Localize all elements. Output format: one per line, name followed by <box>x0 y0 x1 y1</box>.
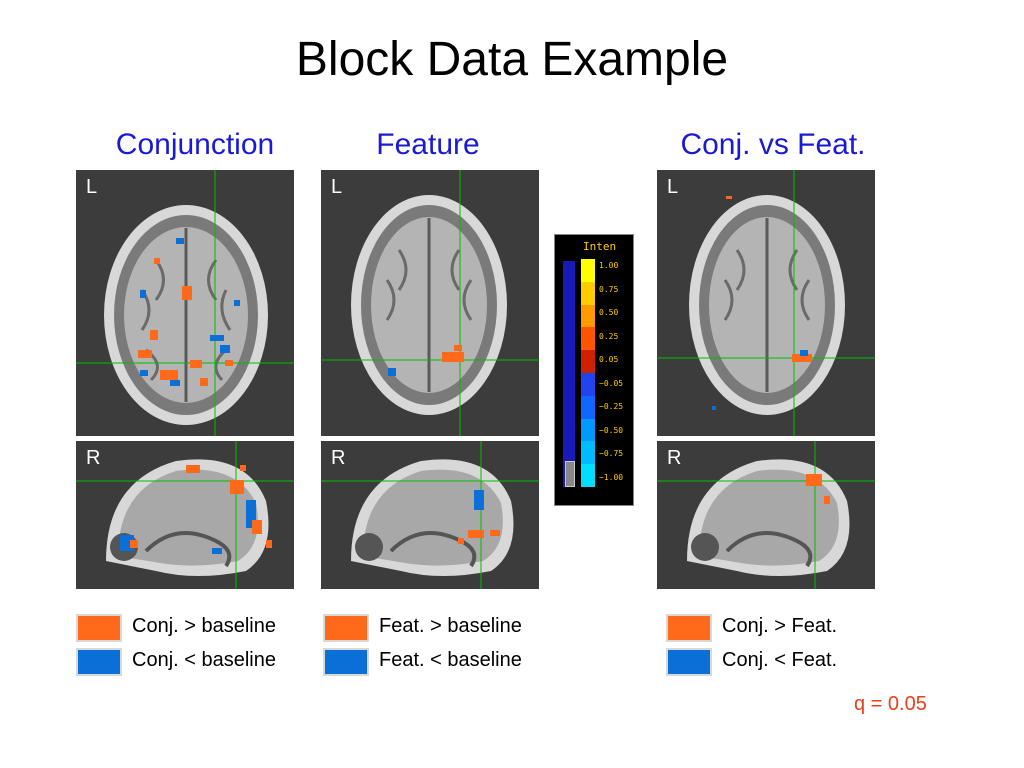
sagittal-brain-image <box>321 441 539 589</box>
color-scale-segment <box>581 281 595 305</box>
color-scale-segment <box>581 418 595 442</box>
color-scale-segment <box>581 304 595 328</box>
left-label: L <box>86 176 98 198</box>
sagittal-brain-image <box>76 441 294 589</box>
color-scale-tick: −0.50 <box>599 425 624 435</box>
column-title-feature: Feature <box>376 128 480 161</box>
axial-brain-panel-conjunction: L <box>76 170 294 436</box>
legend-swatch-negative <box>323 648 369 676</box>
column-title-conj-vs-feat: Conj. vs Feat. <box>680 128 866 161</box>
legend-swatch-positive <box>323 614 369 642</box>
axial-brain-panel-feature: L <box>321 170 539 436</box>
color-scale-segment <box>581 395 595 419</box>
right-label: R <box>86 447 101 469</box>
slide-title: Block Data Example <box>295 33 729 86</box>
color-scale-tick: 0.25 <box>599 331 619 341</box>
legend-swatch-negative <box>666 648 712 676</box>
legend-label: Conj. < baseline <box>132 649 276 671</box>
legend-label: Conj. > Feat. <box>722 615 838 637</box>
sagittal-brain-image <box>657 441 875 589</box>
color-scale-tick: −0.25 <box>599 402 624 411</box>
scale-slider-track[interactable] <box>563 261 575 487</box>
scale-slider-handle[interactable] <box>565 461 575 487</box>
color-scale-tick: 0.50 <box>599 308 619 317</box>
color-scale-bar <box>581 259 595 487</box>
intensity-color-scale: Inten 1.00 0.75 0.50 0.25 0.05 −0.05 −0.25 −0.5… <box>554 234 634 506</box>
color-scale-segment <box>581 327 595 351</box>
axial-brain-panel-conj-vs-feat: L <box>657 170 875 436</box>
axial-brain-image <box>657 170 875 436</box>
color-scale-title: Inten <box>583 240 617 253</box>
legend-swatch-positive <box>76 614 122 642</box>
color-scale-segment <box>581 259 595 282</box>
color-scale-tick: 1.00 <box>599 261 619 270</box>
axial-brain-image <box>321 170 539 436</box>
color-scale-segment <box>581 350 595 373</box>
legend-label: Conj. > baseline <box>132 615 276 637</box>
q-value-label: q = 0.05 <box>854 693 927 715</box>
legend-label: Conj. < Feat. <box>722 649 838 671</box>
color-scale-tick: 0.05 <box>599 355 619 364</box>
sagittal-brain-panel-conj-vs-feat: R <box>657 441 875 589</box>
color-scale-tick: −1.00 <box>599 472 624 482</box>
legend-label: Feat. > baseline <box>379 615 522 637</box>
column-title-conjunction: Conjunction <box>115 128 275 161</box>
legend-swatch-negative <box>76 648 122 676</box>
sagittal-brain-panel-conjunction: R <box>76 441 294 589</box>
color-scale-tick: −0.05 <box>599 378 624 388</box>
right-label: R <box>331 447 346 469</box>
color-scale-tick: −0.75 <box>599 449 624 458</box>
color-scale-tick: 0.75 <box>599 284 619 294</box>
legend-swatch-positive <box>666 614 712 642</box>
color-scale-segment <box>581 464 595 487</box>
color-scale-segment <box>581 373 595 396</box>
right-label: R <box>667 447 682 469</box>
left-label: L <box>331 176 343 198</box>
axial-brain-image <box>76 170 294 436</box>
sagittal-brain-panel-feature: R <box>321 441 539 589</box>
color-scale-segment <box>581 441 595 465</box>
legend-label: Feat. < baseline <box>379 649 522 671</box>
left-label: L <box>667 176 679 198</box>
